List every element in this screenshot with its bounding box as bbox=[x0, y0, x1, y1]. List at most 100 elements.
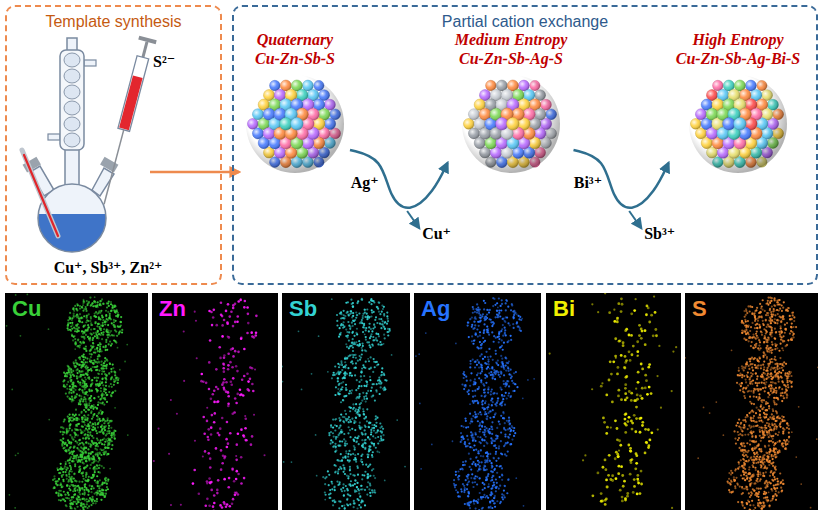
element-dot bbox=[87, 479, 89, 481]
element-dot bbox=[68, 462, 70, 464]
element-dot bbox=[110, 420, 112, 422]
element-dot bbox=[85, 406, 87, 408]
element-dot bbox=[81, 330, 83, 332]
element-dot bbox=[109, 430, 111, 432]
element-dot bbox=[92, 474, 94, 476]
element-dot bbox=[98, 316, 100, 318]
element-dot bbox=[74, 328, 76, 330]
element-dot bbox=[112, 391, 114, 393]
element-dot bbox=[82, 341, 84, 343]
element-dot bbox=[79, 307, 81, 309]
noise-dot bbox=[6, 325, 8, 327]
element-dot bbox=[111, 386, 113, 388]
element-dot bbox=[58, 499, 60, 501]
element-dot bbox=[109, 331, 111, 333]
element-dot bbox=[99, 348, 101, 350]
element-dot bbox=[73, 391, 75, 393]
noise-dot bbox=[48, 419, 50, 421]
element-dot bbox=[90, 305, 92, 307]
element-dot bbox=[100, 382, 102, 384]
element-dot bbox=[109, 421, 111, 423]
element-dot bbox=[91, 389, 93, 391]
element-dot bbox=[79, 468, 81, 470]
element-dot bbox=[102, 303, 104, 305]
element-dot bbox=[91, 477, 93, 479]
element-dot bbox=[83, 332, 85, 334]
element-dot bbox=[83, 398, 85, 400]
element-dot bbox=[108, 385, 110, 387]
element-dot bbox=[89, 400, 91, 402]
element-dot bbox=[63, 498, 65, 500]
element-dot bbox=[61, 486, 63, 488]
element-dot bbox=[108, 373, 110, 375]
element-dot bbox=[72, 490, 74, 492]
element-dot bbox=[105, 493, 107, 495]
element-dot bbox=[91, 451, 93, 453]
element-dot bbox=[105, 381, 107, 383]
element-dot bbox=[109, 363, 111, 365]
element-dot bbox=[69, 413, 71, 415]
element-dot bbox=[57, 480, 59, 482]
element-dot bbox=[102, 325, 104, 327]
element-dot bbox=[97, 301, 99, 303]
element-dot bbox=[113, 432, 115, 434]
drawing-ellipse bbox=[64, 53, 80, 67]
element-dot bbox=[100, 426, 102, 428]
element-dot bbox=[73, 375, 75, 377]
element-dot bbox=[64, 493, 66, 495]
element-dot bbox=[61, 494, 63, 496]
element-dot bbox=[83, 396, 85, 398]
element-dot bbox=[90, 425, 92, 427]
element-dot bbox=[108, 447, 110, 449]
element-dot bbox=[79, 461, 81, 463]
noise-dot bbox=[14, 507, 16, 509]
element-dot bbox=[208, 388, 211, 391]
element-dot bbox=[92, 451, 94, 453]
element-dot bbox=[101, 428, 103, 430]
panel-heading: Template synthesis bbox=[7, 7, 220, 31]
element-dot bbox=[75, 414, 77, 416]
element-dot bbox=[87, 431, 89, 433]
element-dot bbox=[77, 496, 79, 498]
element-dot bbox=[218, 346, 221, 349]
element-dot bbox=[106, 483, 108, 485]
element-dot bbox=[97, 401, 99, 403]
element-dot bbox=[101, 395, 103, 397]
noise-dot bbox=[17, 452, 19, 454]
composition-label: Cu-Zn-Sb-Ag-S bbox=[459, 49, 563, 68]
sphere-shade bbox=[689, 75, 787, 173]
element-dot bbox=[96, 419, 98, 421]
element-dot bbox=[93, 328, 95, 330]
element-dot bbox=[244, 427, 247, 430]
release-arrow bbox=[629, 211, 641, 228]
element-dot bbox=[87, 414, 89, 416]
element-dot bbox=[103, 467, 105, 469]
drawing-line bbox=[104, 130, 124, 204]
composition-label: Medium Entropy bbox=[455, 30, 567, 49]
element-dot bbox=[78, 501, 80, 503]
element-dot bbox=[79, 442, 81, 444]
element-dot bbox=[103, 449, 105, 451]
element-dot bbox=[235, 443, 238, 446]
element-dot bbox=[69, 427, 71, 429]
element-dot bbox=[99, 355, 101, 357]
element-dot bbox=[105, 321, 107, 323]
element-dot bbox=[65, 450, 67, 452]
element-dot bbox=[106, 394, 108, 396]
element-dot bbox=[92, 342, 94, 344]
element-dot bbox=[85, 350, 87, 352]
element-dot bbox=[85, 480, 87, 482]
noise-dot bbox=[11, 389, 13, 391]
element-dot bbox=[96, 449, 98, 451]
element-dot bbox=[69, 424, 71, 426]
element-dot bbox=[66, 373, 68, 375]
element-dot bbox=[72, 503, 74, 505]
element-dot bbox=[67, 327, 69, 329]
noise-dot bbox=[127, 434, 129, 436]
element-dot bbox=[100, 329, 102, 331]
element-dot bbox=[89, 432, 91, 434]
element-dot bbox=[107, 453, 109, 455]
element-dot bbox=[226, 421, 229, 424]
element-dot bbox=[67, 368, 69, 370]
element-dot bbox=[86, 315, 88, 317]
